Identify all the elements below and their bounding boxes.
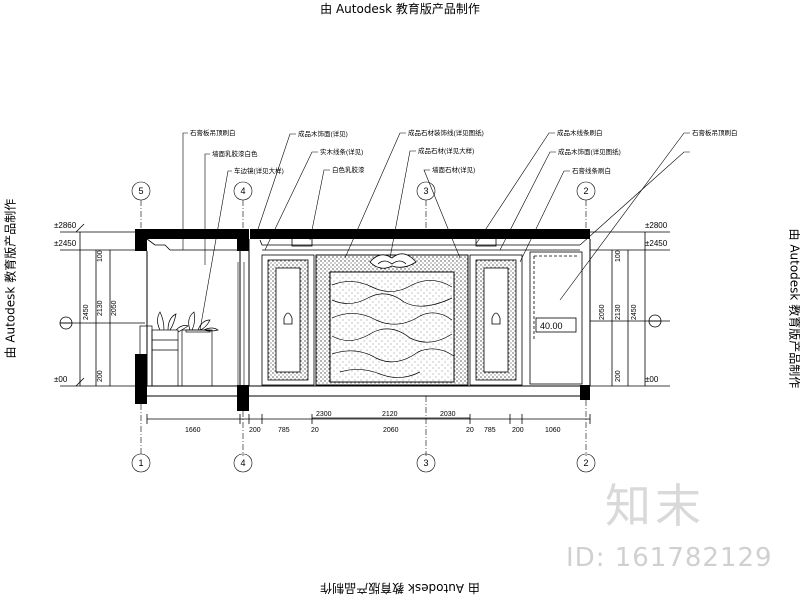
vdim-left-2: 2050 <box>111 300 118 316</box>
vdim-right-0: 2050 <box>599 304 606 320</box>
hdim-upper-0: 2300 <box>316 411 332 418</box>
grid-bubble-bottom-4 <box>576 453 596 473</box>
right-vertical-dims <box>611 232 646 386</box>
horizontal-dims <box>146 414 591 424</box>
level-left-3: ±00 <box>54 375 68 384</box>
hdim-upper-1: 2120 <box>382 411 398 418</box>
vdim-left-0: 2450 <box>83 304 90 320</box>
callout-10: 成品木饰面(详见图纸) <box>558 147 621 156</box>
callout-6: 成品石材装饰线(详见图纸) <box>408 128 484 137</box>
hdim-lower-2: 785 <box>278 427 290 434</box>
level-right-1: ±2800 <box>645 221 668 230</box>
tv-label: 40.00 <box>540 321 563 331</box>
grid-bubble-top-2 <box>233 181 253 201</box>
brand-logo: 知末 <box>605 479 705 533</box>
hdim-lower-4: 2060 <box>383 427 399 434</box>
callout-3: 成品木饰面(详见) <box>298 129 348 138</box>
level-left-2: ±2450 <box>54 239 77 248</box>
grid-bubble-top-3 <box>416 181 436 201</box>
grid-bubble-top-4 <box>576 181 596 201</box>
callout-leaders <box>182 132 690 331</box>
grid-bubble-bottom-3 <box>416 453 436 473</box>
center-axis <box>59 314 670 330</box>
grid-label-bottom-2: 4 <box>240 458 245 468</box>
grid-label-bottom-4: 2 <box>583 458 588 468</box>
callout-7: 成品石材(详见大样) <box>418 146 474 155</box>
callout-8: 墙面石材(详见) <box>432 165 475 174</box>
grid-axes <box>131 181 596 473</box>
level-left-1: ±2860 <box>54 221 77 230</box>
level-lines <box>60 231 670 387</box>
vdim-left-4: 200 <box>97 370 104 382</box>
side-cabinet <box>139 325 213 387</box>
callout-1: 墙面乳胶漆白色 <box>212 149 258 158</box>
hdim-lower-6: 785 <box>484 427 496 434</box>
grid-label-top-2: 4 <box>240 186 245 196</box>
callout-4: 实木线条(详见) <box>320 147 363 156</box>
grid-label-top-4: 2 <box>583 186 588 196</box>
grid-label-bottom-1: 1 <box>138 458 143 468</box>
watermark-top: 由 Autodesk 教育版产品制作 <box>320 2 480 16</box>
grid-label-bottom-3: 3 <box>423 458 428 468</box>
hdim-lower-0: 1660 <box>185 427 201 434</box>
right-panel <box>469 254 523 386</box>
hdim-lower-3: 20 <box>311 427 319 434</box>
hdim-lower-1: 200 <box>249 427 261 434</box>
hdim-lower-7: 200 <box>512 427 524 434</box>
callout-12: 石膏板吊顶刷白 <box>692 128 738 137</box>
brand-id: ID: 161782129 <box>566 543 773 573</box>
hdim-lower-8: 1060 <box>545 427 561 434</box>
grid-bubble-bottom-1 <box>131 453 151 473</box>
vdim-right-1: 2130 <box>615 304 622 320</box>
vdim-left-1: 2130 <box>97 300 104 316</box>
vdim-right-3: 200 <box>615 370 622 382</box>
level-right-3: ±00 <box>645 375 659 384</box>
vdim-right-2: 2450 <box>631 304 638 320</box>
grid-bubble-bottom-2 <box>233 453 253 473</box>
ceiling-profile <box>146 235 580 251</box>
callout-5: 白色乳胶漆 <box>332 165 365 174</box>
hdim-lower-5: 20 <box>466 427 474 434</box>
vdim-right-4: 100 <box>615 250 622 262</box>
callout-11: 石膏线条刷白 <box>572 166 611 175</box>
left-vertical-dims <box>75 223 111 387</box>
vdim-left-3: 100 <box>97 250 104 262</box>
callout-2: 车边镜(详见大样) <box>234 166 284 175</box>
plant-decor <box>157 311 219 333</box>
hdim-upper-2: 2030 <box>440 411 456 418</box>
grid-bubble-top-1 <box>131 181 151 201</box>
grid-label-top-1: 5 <box>138 186 143 196</box>
feature-wall <box>315 253 469 386</box>
wall-structure <box>135 229 590 411</box>
grid-label-top-3: 3 <box>423 186 428 196</box>
callout-0: 石膏板吊顶刷白 <box>190 128 236 137</box>
left-panel <box>261 254 315 386</box>
callout-9: 成品木线条刷白 <box>557 128 603 137</box>
level-right-2: ±2450 <box>645 239 668 248</box>
tv-cabinet <box>529 251 583 385</box>
